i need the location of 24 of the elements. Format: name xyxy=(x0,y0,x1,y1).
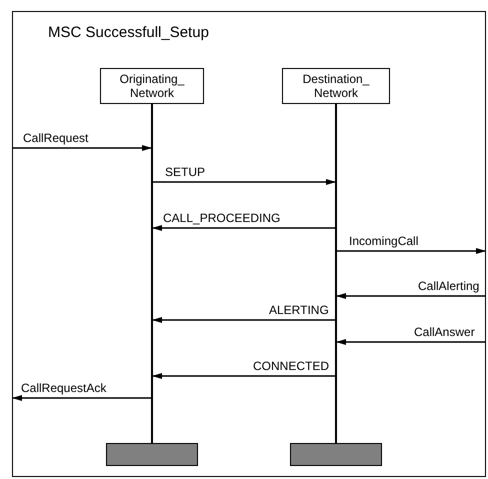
message-arrow xyxy=(12,395,152,401)
message-label: IncomingCall xyxy=(348,234,420,248)
instance-end-bar xyxy=(290,443,382,466)
message-arrow xyxy=(152,373,336,379)
frame-label: MSC Successfull_Setup xyxy=(48,24,209,41)
message-arrow xyxy=(12,145,152,151)
message-arrow xyxy=(152,179,336,185)
message-label: CONNECTED xyxy=(252,359,330,373)
message-label: CallAlerting xyxy=(417,279,480,293)
message-label: CALL_PROCEEDING xyxy=(162,211,282,225)
msc-frame xyxy=(12,11,486,477)
message-arrow xyxy=(152,317,336,323)
message-label: SETUP xyxy=(164,165,206,179)
message-label: CallRequestAck xyxy=(20,381,108,395)
message-arrow xyxy=(152,225,336,231)
message-arrow xyxy=(336,248,486,254)
instance-head-box: Destination_ Network xyxy=(282,68,390,104)
message-label: CallAnswer xyxy=(413,325,476,339)
instance-head-box: Originating_ Network xyxy=(100,68,204,104)
message-arrow xyxy=(336,339,486,345)
message-arrow xyxy=(336,293,486,299)
message-label: CallRequest xyxy=(22,131,90,145)
message-label: ALERTING xyxy=(268,303,330,317)
instance-end-bar xyxy=(106,443,198,466)
